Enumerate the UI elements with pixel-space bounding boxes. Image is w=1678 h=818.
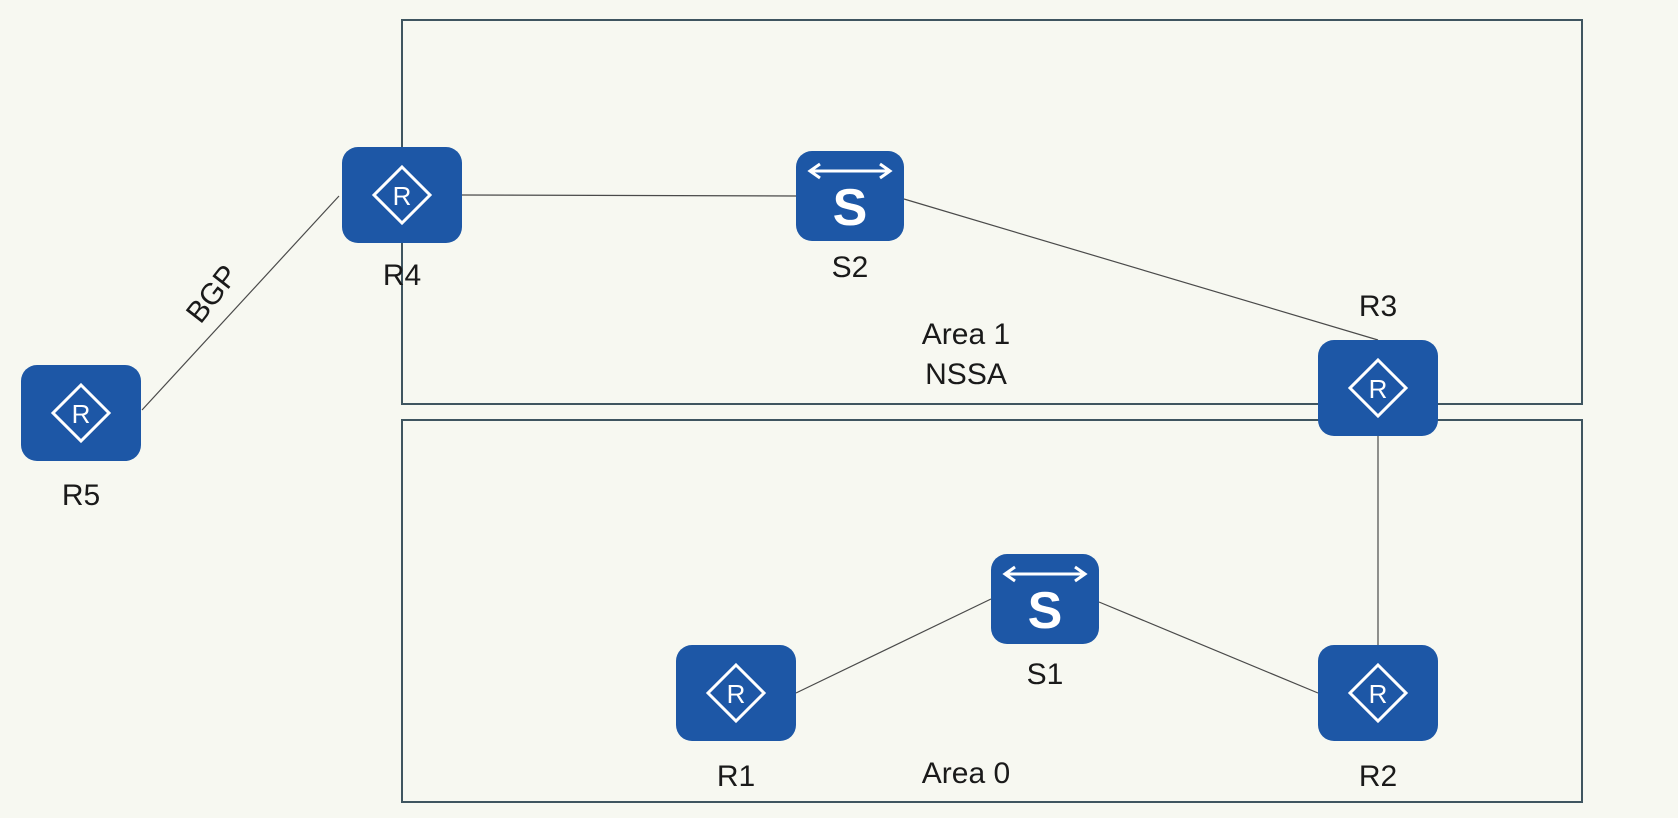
switch-icon [796, 151, 904, 241]
router-diamond-icon [1347, 662, 1409, 724]
device-label-r3: R3 [1359, 290, 1397, 323]
router-diamond-icon [371, 164, 433, 226]
arrow-right-icon [879, 162, 893, 180]
link-r5-r4 [141, 195, 340, 411]
device-label-r2: R2 [1359, 760, 1397, 793]
switch-glyph: S [1028, 582, 1063, 640]
link-s2-r3 [903, 198, 1379, 341]
area1-label: NSSA [925, 358, 1007, 391]
device-r1[interactable]: R [676, 645, 796, 741]
device-r3[interactable]: R [1318, 340, 1438, 436]
device-label-r4: R4 [383, 259, 421, 292]
router-glyph: R [393, 181, 412, 211]
router-icon [21, 365, 141, 461]
link-label-bgp: BGP [180, 259, 245, 329]
link-r1-s1 [795, 598, 992, 694]
device-label-r1: R1 [717, 760, 755, 793]
arrow-right-icon [1074, 565, 1088, 583]
link-s1-r2 [1098, 601, 1319, 694]
arrow-left-icon [1002, 565, 1016, 583]
area1-label: Area 1 [922, 318, 1010, 351]
arrow-left-icon [807, 162, 821, 180]
router-glyph: R [1369, 374, 1388, 404]
device-r2[interactable]: R [1318, 645, 1438, 741]
device-s1[interactable]: S [991, 554, 1099, 644]
router-diamond-icon [1347, 357, 1409, 419]
device-label-s2: S2 [832, 251, 869, 284]
devices-layer: R R S R S R R [21, 147, 1438, 741]
device-r5[interactable]: R [21, 365, 141, 461]
router-diamond-icon [50, 382, 112, 444]
router-glyph: R [727, 679, 746, 709]
switch-glyph: S [833, 179, 868, 237]
device-label-s1: S1 [1027, 658, 1064, 691]
switch-icon [991, 554, 1099, 644]
area0-label: Area 0 [922, 757, 1010, 790]
router-glyph: R [1369, 679, 1388, 709]
router-diamond-icon [705, 662, 767, 724]
router-icon [1318, 340, 1438, 436]
router-icon [1318, 645, 1438, 741]
router-glyph: R [72, 399, 91, 429]
links-layer [141, 194, 1379, 694]
router-icon [676, 645, 796, 741]
device-r4[interactable]: R [342, 147, 462, 243]
link-r4-s2 [461, 194, 797, 197]
device-label-r5: R5 [62, 479, 100, 512]
router-icon [342, 147, 462, 243]
device-s2[interactable]: S [796, 151, 904, 241]
area0-boundary [401, 419, 1583, 803]
